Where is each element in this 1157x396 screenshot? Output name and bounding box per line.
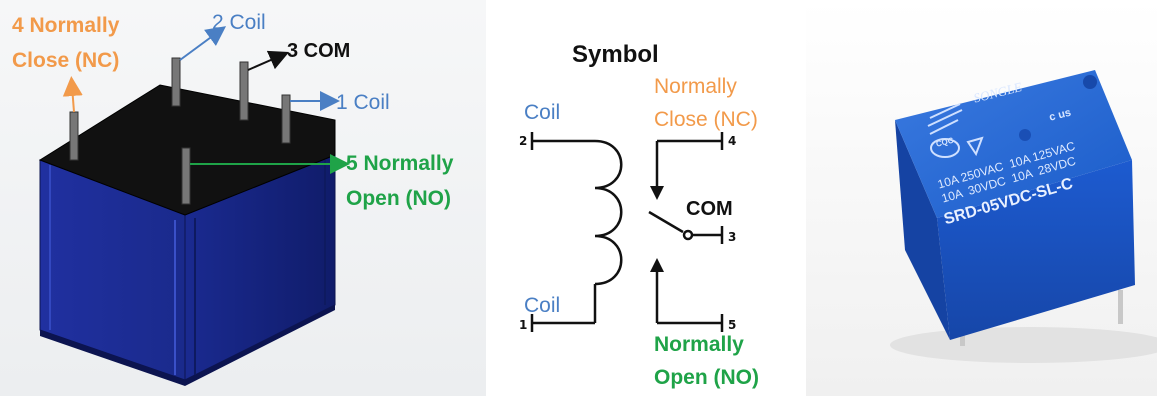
- pin2-label: 2 Coil: [212, 11, 266, 34]
- no-arrowhead: [650, 258, 664, 272]
- pin-number-5: 5: [728, 318, 737, 332]
- pin-number-1: 1: [519, 318, 528, 332]
- relay-3d-body: [38, 84, 336, 386]
- relay-pins: [69, 57, 291, 205]
- pin5-label-line2: Open (NO): [346, 187, 451, 210]
- pin-number-4: 4: [728, 134, 737, 148]
- pin4-arrow: [62, 76, 83, 113]
- pin3-label: 3 COM: [287, 40, 351, 62]
- coil-bottom-label: Coil: [524, 294, 561, 317]
- relay-schematic-symbol: [530, 132, 724, 332]
- pin4-label-line2: Close (NC): [12, 49, 120, 72]
- symbol-title: Symbol: [572, 41, 659, 68]
- coil-top-label: Coil: [524, 101, 561, 124]
- pin4-label-line1: 4 Normally: [12, 14, 120, 37]
- relay-photo: [806, 0, 1157, 396]
- nc-label-line2: Close (NC): [654, 108, 758, 131]
- pin1-label: 1 Coil: [336, 91, 390, 114]
- pin-number-3: 3: [728, 230, 737, 244]
- pin3-arrow: [247, 50, 290, 71]
- nc-arrowhead: [650, 186, 664, 200]
- nc-label-line1: Normally: [654, 75, 737, 98]
- pin-number-2: 2: [519, 134, 528, 148]
- pin2-arrow: [179, 26, 227, 61]
- com-label: COM: [686, 198, 733, 220]
- no-label-line2: Open (NO): [654, 366, 759, 389]
- no-label-line1: Normally: [654, 333, 744, 356]
- pin5-label-line1: 5 Normally: [346, 152, 454, 175]
